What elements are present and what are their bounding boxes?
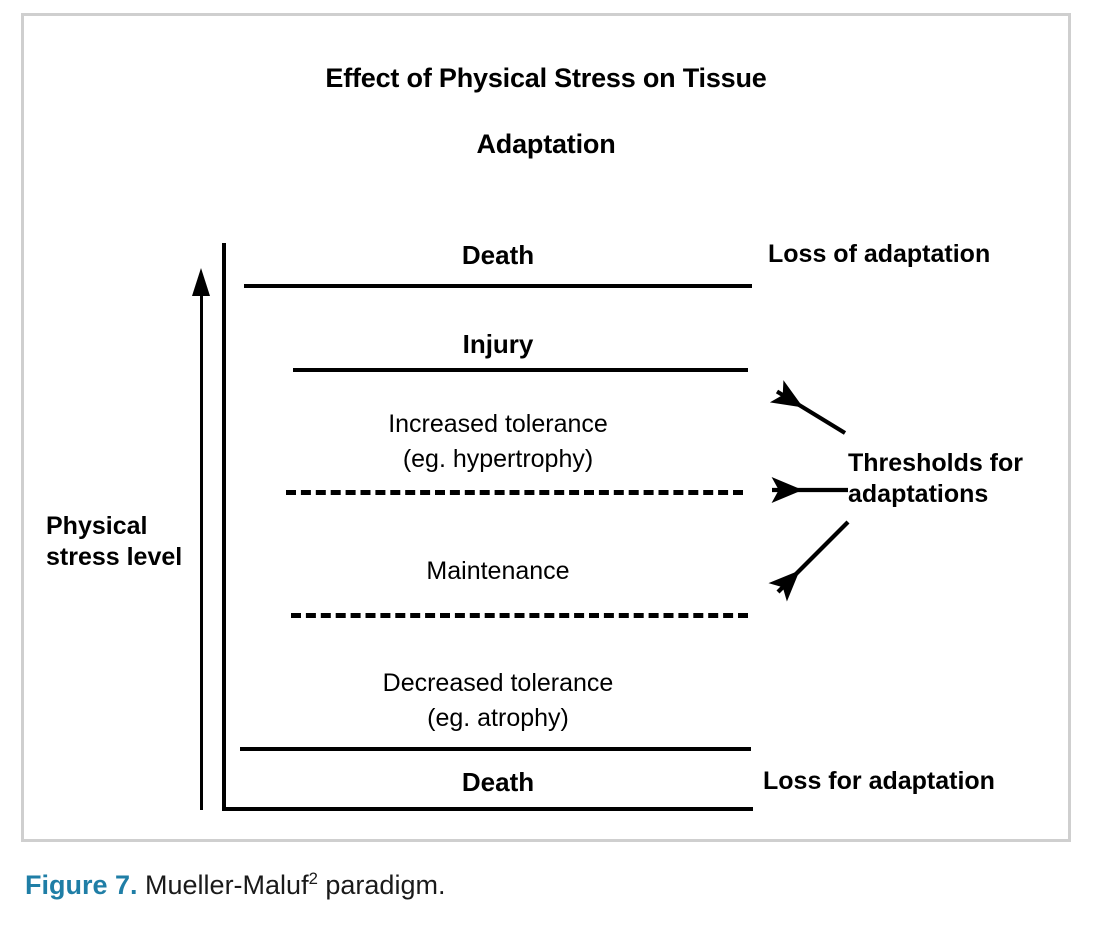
y-axis-line <box>222 243 226 811</box>
up-arrow-shaft-icon <box>200 286 203 810</box>
threshold-arrows-group <box>768 380 850 602</box>
band-label-maintenance: Maintenance <box>426 557 570 585</box>
separator-lower-threshold-dashed <box>291 613 748 618</box>
y-axis-label: Physical stress level <box>46 512 183 571</box>
side-label-thresholds-for-adaptations: Thresholds for adaptations <box>848 449 1024 508</box>
figure-frame: Effect of Physical Stress on Tissue Adap… <box>21 13 1071 842</box>
separator-injury-solid <box>293 368 748 372</box>
stress-adaptation-diagram: Effect of Physical Stress on Tissue Adap… <box>24 16 1068 839</box>
figure-caption: Figure 7. Mueller-Maluf2 paradigm. <box>25 870 445 901</box>
band-label-death-top: Death <box>461 240 535 270</box>
band-label-decreased-tolerance: Decreased tolerance (eg. atrophy) <box>382 669 614 732</box>
caption-text-before: Mueller-Maluf <box>137 870 309 900</box>
arrow-to-injury-threshold <box>769 380 847 435</box>
diagram-title-line-2: Adaptation <box>476 129 616 159</box>
diagram-title-line-1: Effect of Physical Stress on Tissue <box>325 63 767 93</box>
caption-superscript: 2 <box>308 869 318 888</box>
side-label-loss-for-adaptation: Loss for adaptation <box>763 767 995 795</box>
x-axis-line <box>222 807 753 811</box>
figure-caption-text: Mueller-Maluf2 paradigm. <box>137 869 446 900</box>
side-label-loss-of-adaptation: Loss of adaptation <box>768 240 991 268</box>
band-label-increased-tolerance: Increased tolerance (eg. hypertrophy) <box>388 410 608 473</box>
arrow-to-lower-dashed-threshold <box>768 520 850 602</box>
figure-caption-number: Figure 7. <box>25 870 138 900</box>
separator-death-top-solid <box>244 284 752 288</box>
caption-text-after: paradigm. <box>317 870 446 900</box>
separator-death-bottom-solid <box>240 747 751 751</box>
up-arrow-icon <box>192 268 210 296</box>
separator-upper-threshold-dashed <box>286 490 743 495</box>
band-label-death-bottom: Death <box>461 767 535 797</box>
band-label-injury: Injury <box>462 329 534 359</box>
